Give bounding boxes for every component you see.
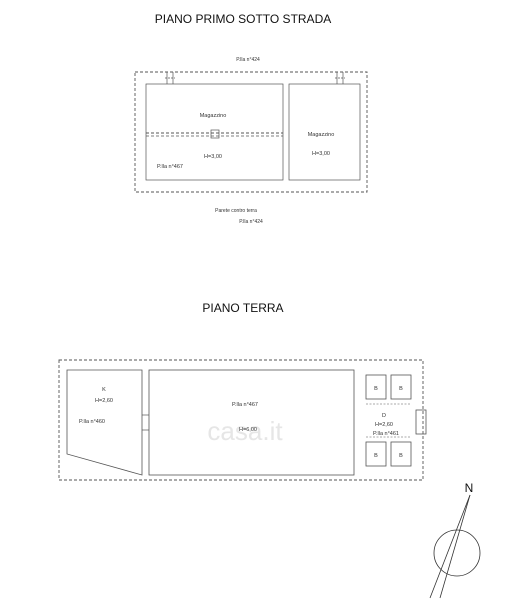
- ground-center-parcel: P.lla n°467: [232, 402, 258, 408]
- basement-divider-opening: [210, 129, 220, 139]
- basement-right-room-name: Magazzino: [308, 132, 335, 138]
- ground-center-height: H=6,00: [239, 427, 257, 433]
- watermark-text: casa.it: [207, 416, 283, 446]
- ground-center-room: [148, 369, 355, 476]
- basement-right-room-height: H=3,00: [312, 151, 330, 157]
- basement-wall-note: Parete contro terra: [215, 208, 257, 214]
- ground-outer-wall: [58, 359, 424, 481]
- ground-right-room-parcel: P.lla n°461: [373, 431, 399, 437]
- ground-right-door: [415, 409, 427, 435]
- ground-left-room-parcel: P.lla n°460: [79, 419, 105, 425]
- ground-box-b-label: B: [374, 453, 378, 459]
- basement-left-room-name: Magazzino: [200, 113, 227, 119]
- title-ground-floor: PIANO TERRA: [202, 301, 283, 315]
- ground-box-b-2: [390, 374, 412, 400]
- ground-left-room-k: [66, 369, 143, 476]
- north-arrow-icon: [429, 494, 481, 599]
- ground-plan: [58, 359, 427, 481]
- title-basement-floor: PIANO PRIMO SOTTO STRADA: [155, 12, 331, 26]
- ground-left-room-height: H=2,60: [95, 398, 113, 404]
- ground-box-b-label: B: [399, 453, 403, 459]
- basement-plan: [134, 71, 368, 193]
- ground-box-b-1: [365, 374, 387, 400]
- ground-right-room-code: D: [382, 413, 386, 419]
- ground-box-b-label: B: [374, 386, 378, 392]
- basement-left-room-height: H=3,00: [204, 154, 222, 160]
- north-label: N: [465, 481, 474, 495]
- ground-right-room-height: H=2,60: [375, 422, 393, 428]
- ground-box-b-label: B: [399, 386, 403, 392]
- ground-left-room-code: K: [102, 387, 106, 393]
- basement-left-room: [145, 83, 284, 181]
- basement-right-room: [288, 83, 361, 181]
- basement-parcel-bottom: P.lla n°424: [239, 219, 263, 225]
- ground-box-b-4: [390, 441, 412, 467]
- basement-parcel-top: P.lla n°424: [236, 57, 260, 63]
- basement-left-room-parcel: P.lla n°467: [157, 164, 183, 170]
- basement-outer-wall: [134, 71, 368, 193]
- ground-box-b-3: [365, 441, 387, 467]
